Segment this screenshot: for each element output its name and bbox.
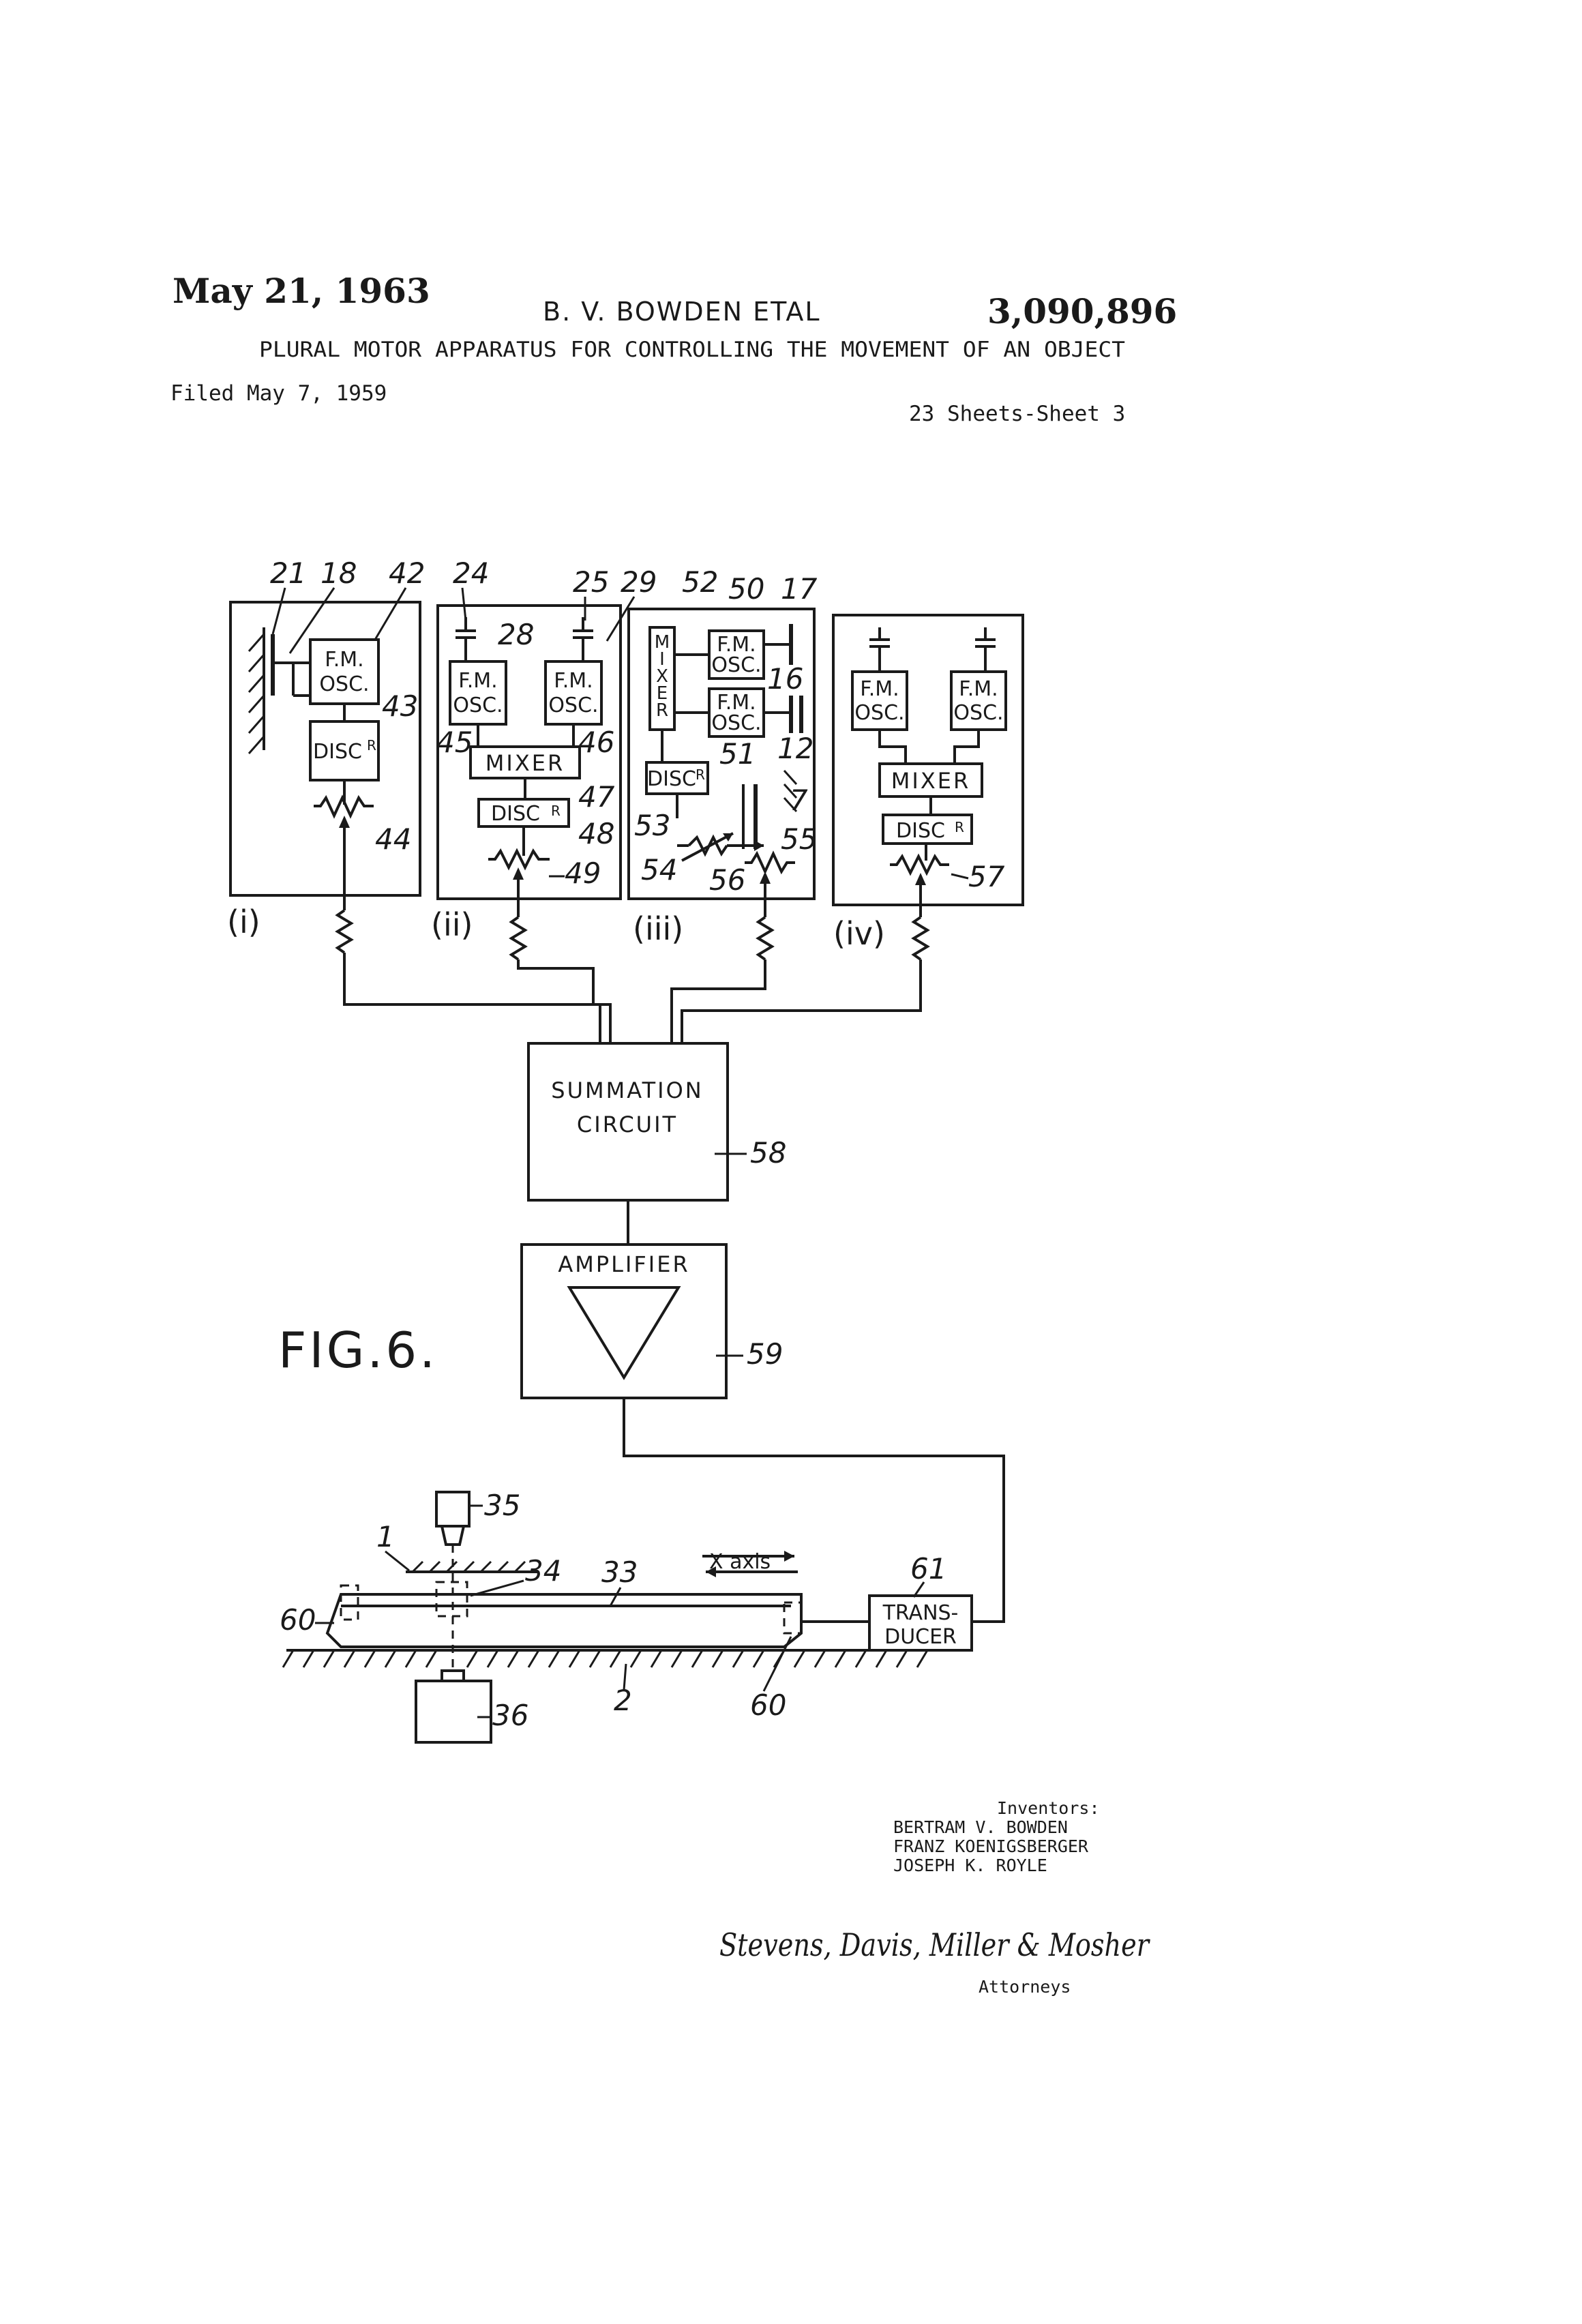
fm-label: F.M.	[325, 648, 363, 672]
ref-35: 35	[484, 1489, 520, 1522]
mixer-label: MIXER	[891, 768, 970, 794]
osc-label: OSC.	[319, 672, 369, 696]
osc-label: OSC.	[453, 694, 503, 717]
fm-label: F.M.	[959, 677, 998, 701]
disc-label: DISC	[647, 767, 696, 791]
osc-label: OSC.	[953, 701, 1003, 725]
filed-date: Filed May 7, 1959	[170, 381, 387, 406]
amplifier-label: AMPLIFIER	[558, 1251, 689, 1277]
inventor-3: JOSEPH K. ROYLE	[893, 1856, 1047, 1875]
ref-55: 55	[781, 822, 817, 856]
osc-label: OSC.	[548, 694, 598, 717]
ref-42: 42	[389, 556, 425, 590]
panel-i: F.M. OSC. DISC R 21 18 42 43 44	[230, 556, 425, 895]
ref-49: 49	[565, 856, 601, 890]
ref-24: 24	[453, 556, 489, 590]
ref-12: 12	[777, 732, 814, 765]
mechanical-assembly: X axis TRANS- DUCER 35 1 34 33 61 60 60 …	[280, 1489, 972, 1742]
panel-ii: F.M. OSC. F.M. OSC. MIXER DISC R 24 28 2…	[436, 556, 657, 917]
ref-43: 43	[382, 689, 418, 723]
osc-label: OSC.	[711, 653, 761, 677]
amplifier-59: AMPLIFIER 59	[522, 1245, 783, 1398]
disc-sup: R	[955, 819, 964, 835]
ref-28: 28	[498, 618, 534, 651]
ref-7: 7	[790, 784, 808, 817]
ref-16: 16	[767, 662, 803, 696]
photocell-36	[416, 1681, 491, 1742]
patent-number: 3,090,896	[987, 291, 1177, 331]
mixer-label: MIXER	[486, 750, 565, 776]
panel-label-i: (i)	[227, 904, 260, 940]
panel-label-iii: (iii)	[633, 910, 683, 947]
disc-label: DISC	[896, 819, 945, 843]
ref-2: 2	[614, 1684, 632, 1717]
ref-52: 52	[682, 565, 718, 599]
ref-53: 53	[634, 809, 670, 842]
ref-56: 56	[709, 863, 745, 897]
ref-58: 58	[750, 1136, 786, 1170]
attorney-signature: Stevens, Davis, Miller & Mosher	[719, 1926, 1151, 1963]
osc-label: OSC.	[854, 701, 904, 725]
ref-50: 50	[728, 572, 764, 606]
panel-label-ii: (ii)	[431, 906, 473, 943]
figure-label: FIG.6.	[278, 1322, 438, 1379]
transducer-label-2: DUCER	[884, 1625, 957, 1649]
ref-1: 1	[376, 1520, 395, 1553]
header: May 21, 1963 B. V. BOWDEN ETAL 3,090,896…	[170, 271, 1177, 426]
ref-45: 45	[436, 726, 473, 759]
attorneys-label: Attorneys	[979, 1977, 1071, 1997]
disc-sup: R	[696, 766, 705, 783]
ref-29: 29	[621, 565, 657, 599]
ref-51: 51	[719, 737, 756, 771]
ref-46: 46	[578, 726, 614, 759]
ref-36: 36	[492, 1699, 528, 1732]
x-axis-label: X axis	[709, 1550, 771, 1574]
disc-label: DISC	[491, 802, 540, 826]
footer: Inventors: BERTRAM V. BOWDEN FRANZ KOENI…	[719, 1798, 1151, 1997]
ref-54: 54	[641, 853, 677, 887]
ref-57: 57	[968, 860, 1005, 893]
ref-21: 21	[270, 556, 306, 590]
transducer-label-1: TRANS-	[882, 1601, 959, 1625]
ref-18: 18	[320, 556, 357, 590]
ref-25: 25	[573, 565, 609, 599]
osc-label: OSC.	[711, 711, 761, 735]
panel-iii: M I X E R F.M. OSC. F.M. OSC. DISC R	[629, 565, 818, 917]
panel-label-iv: (iv)	[833, 915, 885, 952]
amplifier-triangle	[569, 1287, 678, 1377]
ref-60-right: 60	[750, 1688, 786, 1722]
ref-17: 17	[781, 572, 818, 606]
patent-date: May 21, 1963	[173, 271, 430, 311]
summation-label-1: SUMMATION	[551, 1077, 703, 1103]
summation-circuit-58: SUMMATION CIRCUIT 58	[528, 1043, 786, 1200]
ref-48: 48	[578, 817, 614, 850]
panel-iv: F.M. OSC. F.M. OSC. MIXER DISC R 57	[833, 615, 1023, 917]
carriage-33	[327, 1594, 801, 1647]
inventor-1: BERTRAM V. BOWDEN	[893, 1817, 1068, 1837]
microscope-35	[436, 1492, 469, 1526]
fm-label: F.M.	[860, 677, 899, 701]
fm-label: F.M.	[554, 669, 593, 693]
ref-60-left: 60	[280, 1603, 316, 1637]
svg-text:R: R	[656, 700, 668, 721]
summation-label-2: CIRCUIT	[577, 1112, 678, 1137]
disc-sup: R	[551, 803, 561, 819]
ref-61: 61	[910, 1552, 946, 1585]
inventor-name: B. V. BOWDEN ETAL	[543, 297, 821, 327]
disc-sup: R	[367, 737, 376, 754]
ref-47: 47	[578, 780, 615, 814]
ref-44: 44	[375, 822, 411, 856]
inventor-2: FRANZ KOENIGSBERGER	[893, 1836, 1089, 1856]
inventors-heading: Inventors:	[997, 1798, 1100, 1818]
ref-34: 34	[525, 1554, 561, 1588]
ref-33: 33	[601, 1555, 638, 1589]
disc-label: DISC	[313, 740, 362, 764]
fm-label: F.M.	[458, 669, 497, 693]
patent-title: PLURAL MOTOR APPARATUS FOR CONTROLLING T…	[259, 338, 1125, 362]
ref-59: 59	[747, 1337, 783, 1371]
sheet-count: 23 Sheets-Sheet 3	[909, 402, 1125, 426]
